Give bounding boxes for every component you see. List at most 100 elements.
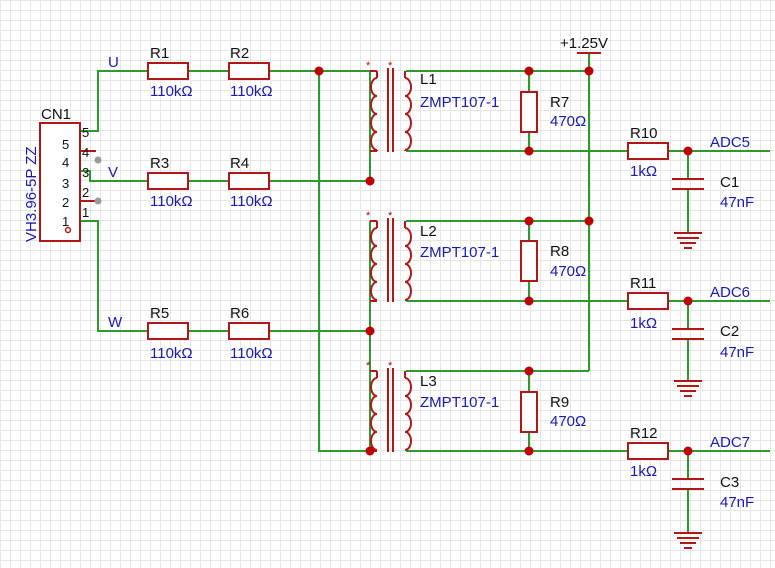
r3-ref: R3 (150, 155, 169, 172)
net-u: U (108, 54, 119, 71)
cn1-pinnum-3: 3 (82, 165, 89, 180)
r4-value: 110kΩ (230, 193, 273, 210)
junction (524, 366, 534, 376)
r12-ref: R12 (630, 425, 658, 442)
cn1-pinnum-1: 1 (82, 205, 89, 220)
net-supply: +1.25V (560, 35, 608, 52)
cn1-body (39, 122, 81, 242)
l2-dot-primary: * (366, 210, 371, 222)
r11-value: 1kΩ (630, 315, 657, 332)
r8-value: 470Ω (550, 263, 586, 280)
resistor-r11 (627, 292, 669, 310)
resistor-r8 (520, 240, 538, 282)
junction (683, 296, 693, 306)
r4-ref: R4 (230, 155, 249, 172)
ground-c1 (674, 232, 702, 249)
capacitor-c2: C2 47nF (672, 323, 754, 361)
junction (365, 176, 375, 186)
c2-ref: C2 (720, 323, 739, 340)
cn1-pinnum-2: 2 (82, 185, 89, 200)
r1-ref: R1 (150, 45, 169, 62)
l1-secondary-coil (404, 77, 412, 151)
capacitor-c1: C1 47nF (672, 174, 754, 211)
r9-ref: R9 (550, 394, 569, 411)
l3-secondary-coil (404, 377, 412, 451)
resistor-r3 (147, 172, 189, 190)
r3-value: 110kΩ (150, 193, 193, 210)
resistor-r1 (147, 62, 189, 80)
l1-dot-primary: * (366, 60, 371, 72)
cn1-value: VH3.96-5P ZZ (23, 146, 40, 242)
cn1-pin2-nc (94, 197, 102, 205)
l3-primary-coil (370, 377, 378, 451)
l1-primary-coil (370, 77, 378, 151)
resistor-r5 (147, 322, 189, 340)
junction (524, 296, 534, 306)
r9-value: 470Ω (550, 413, 586, 430)
resistor-r6 (228, 322, 270, 340)
r2-ref: R2 (230, 45, 249, 62)
l3-dot-primary: * (366, 360, 371, 372)
transformer-l1: * * L1 ZMPT107-1 (366, 60, 499, 152)
cn1-pin-3: 3 (62, 176, 69, 191)
l2-value: ZMPT107-1 (420, 244, 499, 261)
junction (524, 216, 534, 226)
wire-v (80, 170, 148, 182)
c2-value: 47nF (720, 344, 754, 361)
net-w: W (108, 314, 123, 331)
junction (524, 446, 534, 456)
r10-value: 1kΩ (630, 163, 657, 180)
r5-ref: R5 (150, 305, 169, 322)
cn1-pin1-marker (64, 226, 72, 234)
junction (584, 66, 594, 76)
cn1-pinnum-5: 5 (82, 125, 89, 140)
l2-ref: L2 (420, 223, 437, 240)
l3-ref: L3 (420, 373, 437, 390)
l1-dot-secondary: * (388, 60, 393, 72)
r7-ref: R7 (550, 94, 569, 111)
junction (314, 66, 324, 76)
net-labels: U V W +1.25V ADC5 ADC6 ADC7 (108, 35, 750, 451)
resistor-r2 (228, 62, 270, 80)
cn1-pin-4: 4 (62, 155, 69, 170)
junction (365, 326, 375, 336)
r10-ref: R10 (630, 125, 658, 142)
l3-value: ZMPT107-1 (420, 394, 499, 411)
wire-common-return (318, 71, 370, 452)
cn1-pin-5: 5 (62, 137, 69, 152)
transformers: * * L1 ZMPT107-1 * * L2 ZMPT107-1 (366, 60, 499, 452)
net-adc7: ADC7 (710, 434, 750, 451)
junction (683, 446, 693, 456)
r5-value: 110kΩ (150, 345, 193, 362)
r11-ref: R11 (630, 275, 656, 292)
transformer-l2: * * L2 ZMPT107-1 (366, 210, 499, 302)
wires (80, 53, 770, 532)
cn1-pin-2: 2 (62, 195, 69, 210)
transformer-l3: * * L3 ZMPT107-1 (366, 360, 499, 452)
r12-value: 1kΩ (630, 463, 657, 480)
l1-value: ZMPT107-1 (420, 94, 499, 111)
resistor-r10 (627, 142, 669, 160)
resistor-r12 (627, 442, 669, 460)
junction (584, 216, 594, 226)
c1-ref: C1 (720, 174, 739, 191)
ground-c3 (674, 532, 702, 549)
cn1-pin-1: 1 (62, 214, 69, 229)
c3-ref: C3 (720, 474, 739, 491)
net-adc6: ADC6 (710, 284, 750, 301)
cn1-pinnum-4: 4 (82, 145, 89, 160)
c1-value: 47nF (720, 194, 754, 211)
net-adc5: ADC5 (710, 134, 750, 151)
junctions (314, 66, 693, 456)
wire-w (80, 220, 148, 332)
r1-value: 110kΩ (150, 83, 193, 100)
l3-dot-secondary: * (388, 360, 393, 372)
c3-value: 47nF (720, 494, 754, 511)
capacitors: C1 47nF C2 47nF C3 47nF (672, 174, 754, 549)
cn1-pin4-nc (94, 156, 102, 164)
wire-u (80, 70, 148, 132)
junction (524, 146, 534, 156)
l1-ref: L1 (420, 71, 437, 88)
